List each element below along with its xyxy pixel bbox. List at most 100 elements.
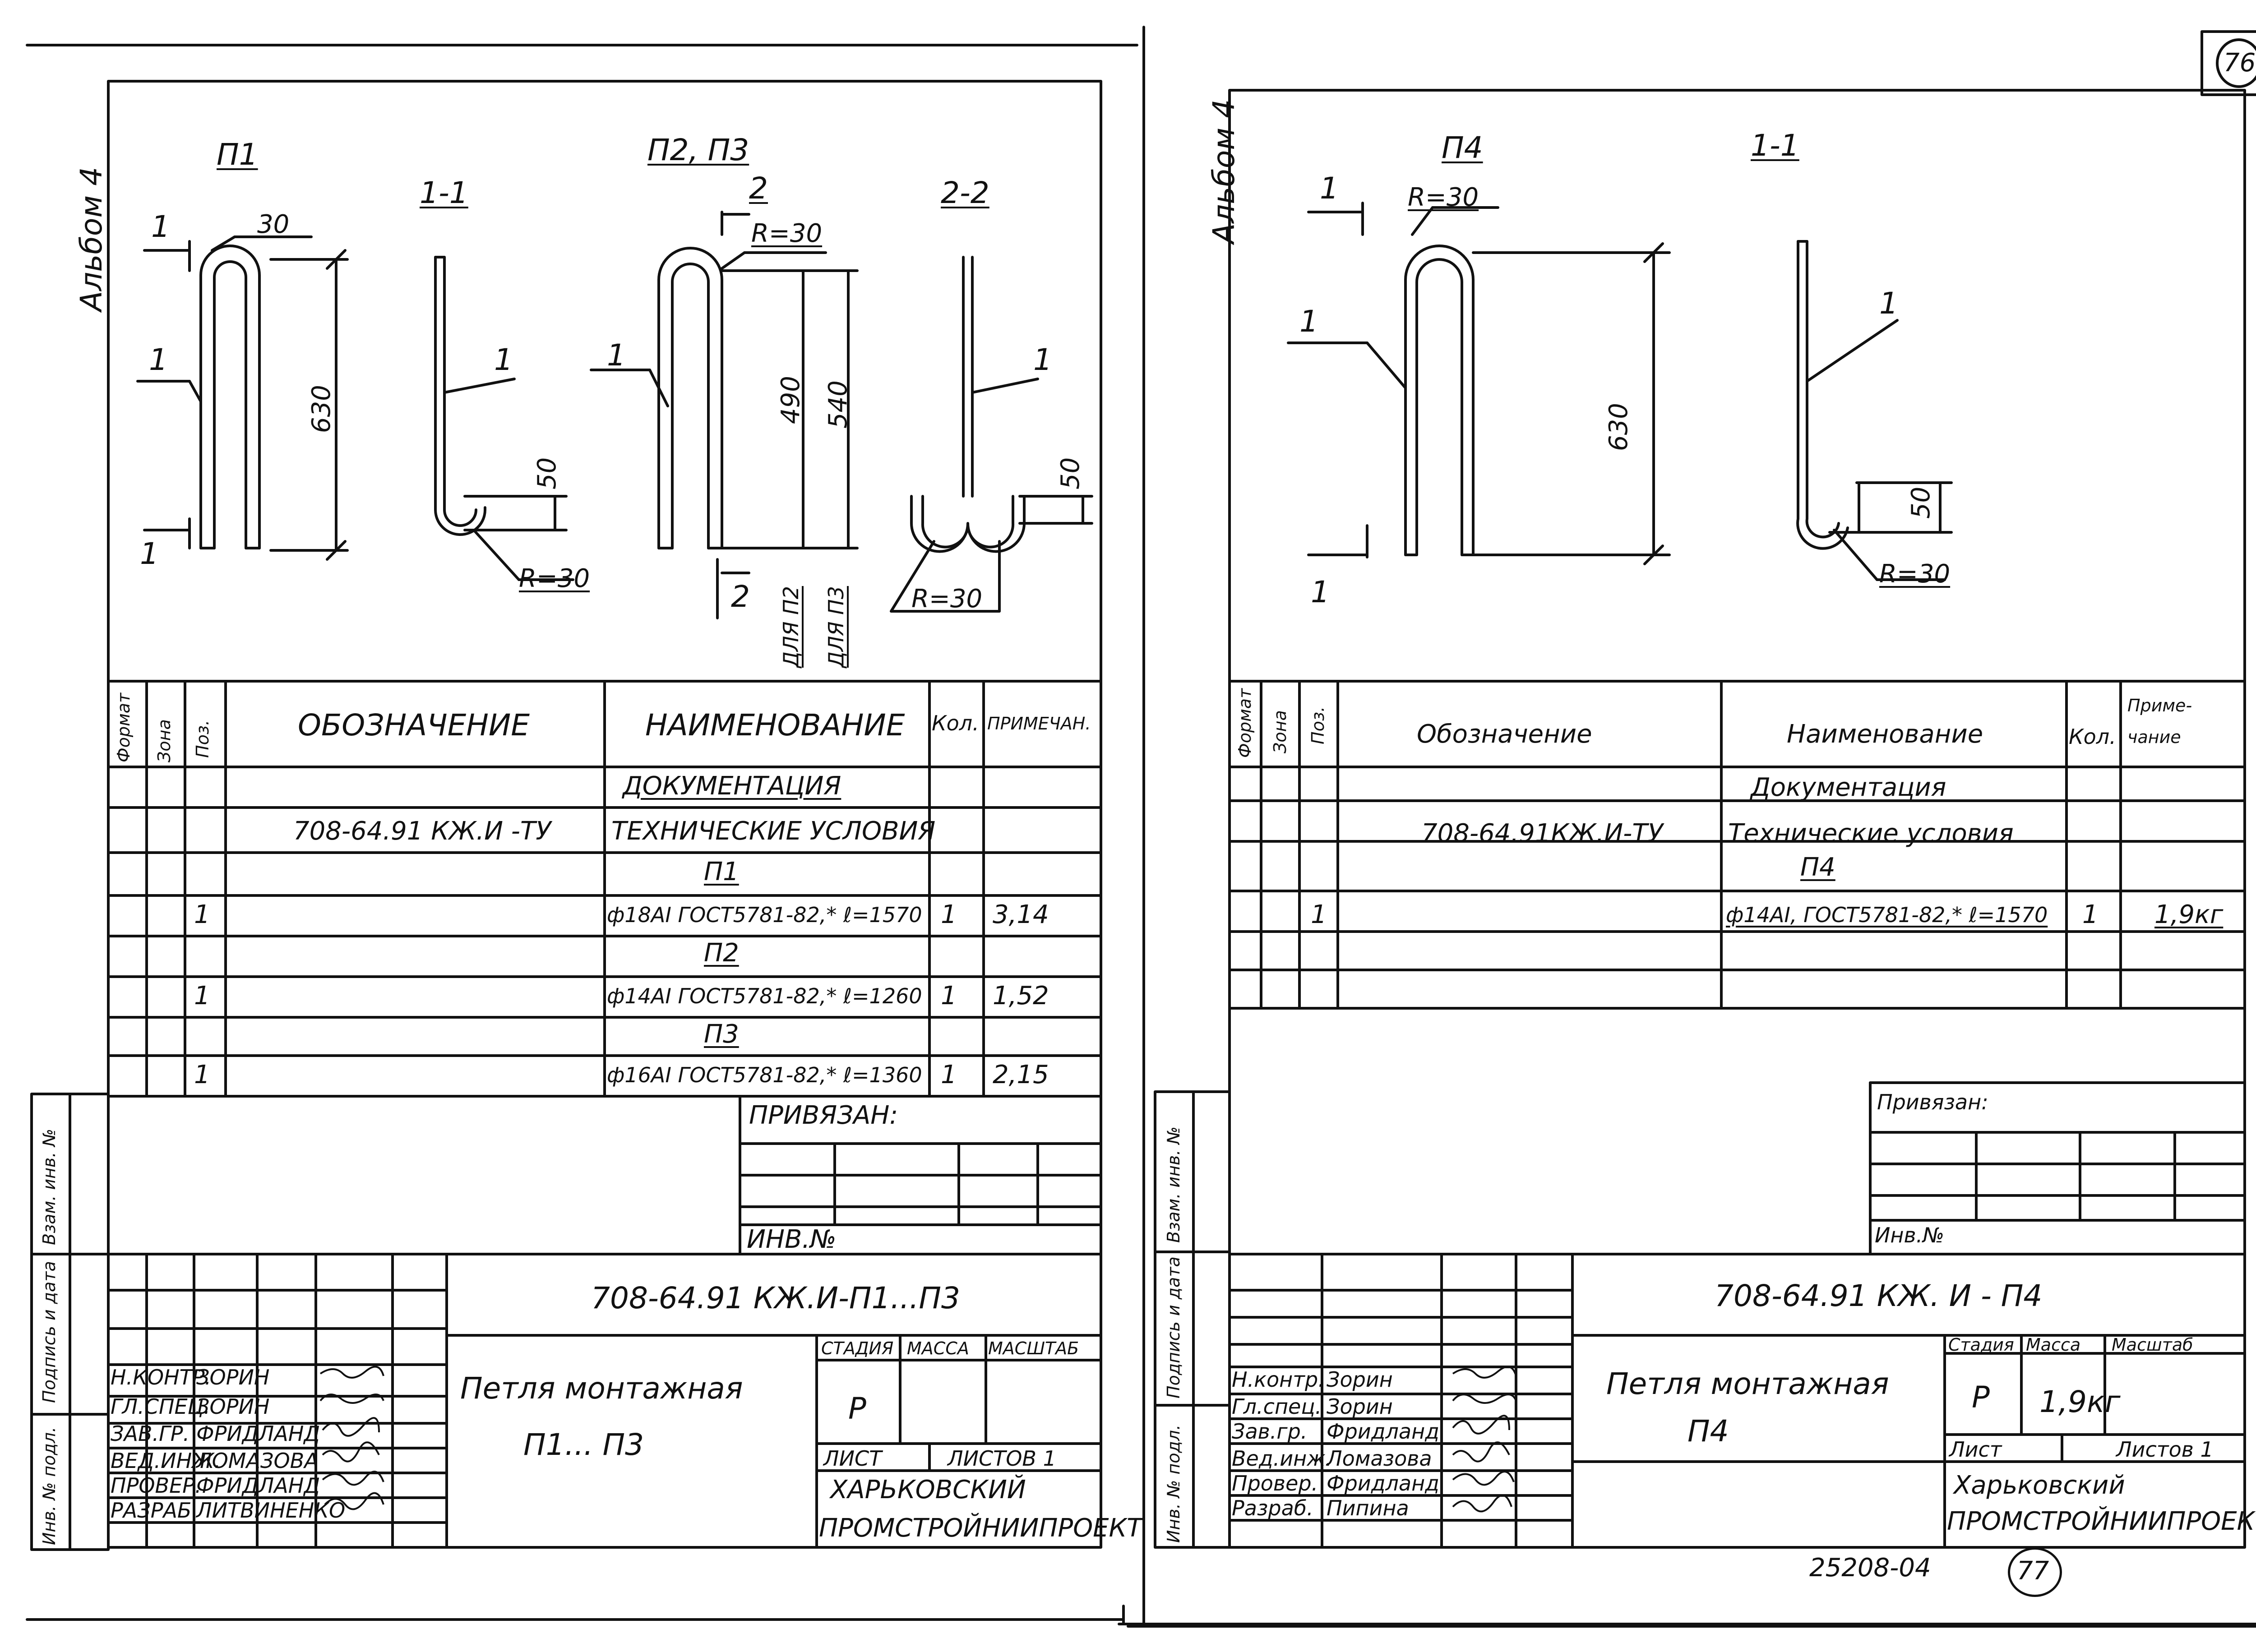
left-sheets-header: ЛИСТОВ 1 xyxy=(948,1446,1056,1471)
left-s22-radius: R=30 xyxy=(911,584,983,614)
right-mass-value: 1,9кг xyxy=(2039,1384,2121,1419)
left-spec-row-pos: 1 xyxy=(194,981,210,1011)
right-p4-section-bottom: 1 xyxy=(1311,575,1330,609)
left-view-title-p2-p3: П2, П3 xyxy=(647,133,749,167)
bottom-page-number-circle xyxy=(2008,1547,2062,1597)
left-title-line2: П1... П3 xyxy=(523,1427,644,1462)
right-signer-name: Зорин xyxy=(1327,1394,1393,1419)
left-org-line2: ПРОМСТРОЙНИИПРОЕКТ xyxy=(819,1514,1142,1543)
left-signer-name: ФРИДЛАНД xyxy=(196,1421,320,1446)
left-spec-row-qty: 1 xyxy=(941,900,957,929)
left-spec-row-pos: 1 xyxy=(194,1060,210,1089)
left-s11-pos: 1 xyxy=(494,342,513,377)
right-spec-row-name: ф14АI, ГОСТ5781-82,* ℓ=1570 xyxy=(1726,903,2048,927)
left-linked-label: ПРИВЯЗАН: xyxy=(749,1101,898,1130)
right-view-title-p4: П4 xyxy=(1442,130,1483,165)
right-org-line2: ПРОМСТРОЙНИИПРОЕКТ xyxy=(1947,1507,2256,1536)
right-signer-role: Вед.инж. xyxy=(1232,1446,1332,1471)
right-linked-label: Привязан: xyxy=(1877,1090,1988,1114)
left-org-line1: ХАРЬКОВСКИЙ xyxy=(830,1475,1026,1504)
left-spec-row-name: ДОКУМЕНТАЦИЯ xyxy=(623,771,841,801)
right-signer-role: Провер. xyxy=(1232,1471,1318,1495)
left-spec-row-note: 1,52 xyxy=(993,981,1049,1011)
left-p1-section-top: 1 xyxy=(151,209,170,244)
left-view-title-1-1: 1-1 xyxy=(420,175,468,210)
left-spec-row-name: ТЕХНИЧЕСКИЕ УСЛОВИЯ xyxy=(611,817,936,846)
left-s22-pos: 1 xyxy=(1033,342,1052,377)
left-signer-role: ВЕД.ИНЖ. xyxy=(111,1449,221,1473)
right-org-line1: Харьковский xyxy=(1954,1471,2125,1500)
left-scale-header: МАСШТАБ xyxy=(988,1338,1079,1358)
left-signer-role: Н.КОНТР. xyxy=(111,1365,212,1389)
left-spec-header-name: НАИМЕНОВАНИЕ xyxy=(645,708,905,743)
right-stage-value: Р xyxy=(1972,1380,1990,1415)
left-signer-name: ЛИТВИНЕНКО xyxy=(196,1498,346,1523)
left-signer-name: ЗОРИН xyxy=(196,1365,270,1389)
right-spec-row-note: 1,9кг xyxy=(2154,900,2224,929)
left-mass-header: МАССА xyxy=(907,1338,969,1358)
left-sheet-header: ЛИСТ xyxy=(823,1446,882,1471)
right-spec-row-pos: 1 xyxy=(1311,900,1327,929)
page-number: 76 xyxy=(2224,48,2256,78)
left-spec-row-name: П1 xyxy=(704,857,739,886)
right-signer-name: Фридланд xyxy=(1327,1419,1439,1444)
left-signer-name: ЛОМАЗОВА xyxy=(196,1449,319,1473)
right-p4-section-top: 1 xyxy=(1320,171,1339,206)
right-spec-header-note-2: чание xyxy=(2127,727,2181,747)
left-spec-row-name: П3 xyxy=(704,1020,739,1049)
left-signer-role: ПРОВЕР. xyxy=(111,1473,202,1498)
right-signer-name: Ломазова xyxy=(1327,1446,1432,1471)
right-spec-row-name: Технические условия xyxy=(1728,819,2014,848)
left-spec-row-note: 3,14 xyxy=(993,900,1049,929)
right-signer-name: Пипина xyxy=(1327,1496,1409,1520)
left-signer-role: ГЛ.СПЕЦ. xyxy=(111,1394,210,1419)
left-view-title-2-2: 2-2 xyxy=(941,175,989,210)
left-spec-row-pos: 1 xyxy=(194,900,210,929)
left-p1-section-bottom: 1 xyxy=(140,536,159,571)
left-spec-header-note: ПРИМЕЧАН. xyxy=(987,714,1091,734)
left-p23-section-bottom: 2 xyxy=(731,579,750,614)
left-stage-value: Р xyxy=(848,1391,866,1426)
right-spec-header-designation: Обозначение xyxy=(1417,720,1592,749)
right-spec-header-name: Наименование xyxy=(1787,720,1983,749)
left-spec-row-name: П2 xyxy=(704,938,739,968)
left-signer-role: ЗАВ.ГР. xyxy=(111,1421,190,1446)
left-p23-radius: R=30 xyxy=(751,219,823,248)
left-view-title-p1: П1 xyxy=(217,137,258,172)
right-signer-role: Н.контр. xyxy=(1232,1367,1325,1392)
left-signer-role: РАЗРАБ. xyxy=(111,1498,199,1523)
right-spec-row-name: Документация xyxy=(1751,773,1946,802)
left-s11-radius: R=30 xyxy=(519,564,590,593)
right-mass-header: Масса xyxy=(2026,1335,2081,1355)
left-spec-header-designation: ОБОЗНАЧЕНИЕ xyxy=(298,708,530,743)
left-spec-row-name: ф18АI ГОСТ5781-82,* ℓ=1570 xyxy=(607,903,922,927)
left-signer-name: ФРИДЛАНД xyxy=(196,1473,320,1498)
left-spec-row-qty: 1 xyxy=(941,981,957,1011)
left-drawing-code: 708-64.91 КЖ.И-П1...П3 xyxy=(591,1281,961,1315)
left-p23-section-top: 2 xyxy=(749,171,768,206)
right-spec-row-name: П4 xyxy=(1800,853,1835,882)
left-inv-no-label: ИНВ.№ xyxy=(747,1225,837,1254)
right-signer-role: Гл.спец. xyxy=(1232,1394,1322,1419)
right-s11-radius: R=30 xyxy=(1879,559,1951,589)
right-sheet-header: Лист xyxy=(1949,1437,2002,1462)
bottom-page-number: 77 xyxy=(2017,1556,2049,1586)
left-stage-header: СТАДИЯ xyxy=(821,1338,894,1358)
left-spec-row-name: ф14АI ГОСТ5781-82,* ℓ=1260 xyxy=(607,984,922,1008)
left-spec-row-designation: 708-64.91 КЖ.И -ТУ xyxy=(293,817,551,846)
left-title-line1: Петля монтажная xyxy=(460,1371,743,1406)
left-p1-dim-30: 30 xyxy=(257,210,290,239)
left-spec-row-qty: 1 xyxy=(941,1060,957,1089)
right-spec-header-note-1: Приме- xyxy=(2127,696,2192,715)
right-drawing-code: 708-64.91 КЖ. И - П4 xyxy=(1715,1278,2043,1313)
right-spec-row-qty: 1 xyxy=(2082,900,2099,929)
right-signer-role: Зав.гр. xyxy=(1232,1419,1308,1444)
right-spec-header-qty: Кол. xyxy=(2069,724,2116,749)
left-p1-pos: 1 xyxy=(149,342,168,377)
right-signer-role: Разраб. xyxy=(1232,1496,1313,1520)
right-view-title-1-1: 1-1 xyxy=(1751,128,1799,163)
right-spec-row-designation: 708-64.91КЖ.И-ТУ xyxy=(1421,819,1663,848)
